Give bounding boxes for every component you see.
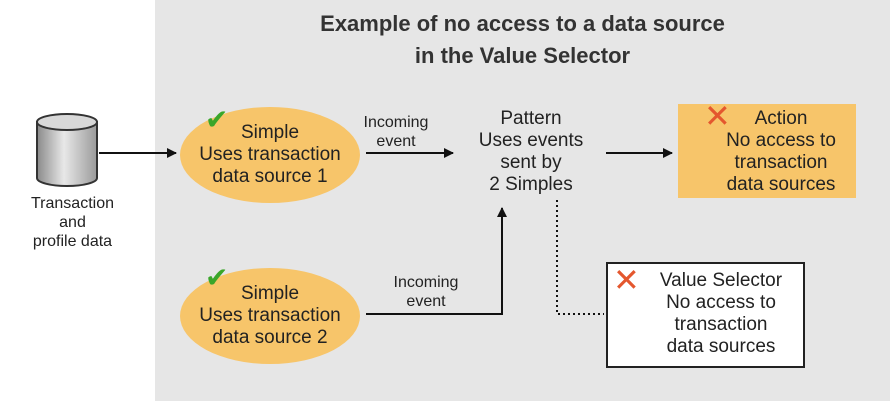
arrow-simple2-to-pattern xyxy=(366,207,507,315)
simple2-line: Simple xyxy=(240,283,300,304)
pattern-line: sent by xyxy=(500,152,562,173)
simple-node-2: Simple Uses transaction data source 2 xyxy=(180,268,360,364)
datastore-label-line: profile data xyxy=(32,233,113,250)
datastore-label-line: Transaction xyxy=(31,195,114,212)
simple1-line: Uses transaction xyxy=(199,144,341,165)
incoming-event-label-1: Incoming event xyxy=(356,113,436,151)
x-icon: ✕ xyxy=(704,98,731,134)
incoming-event-line: event xyxy=(376,133,416,150)
datastore-label: Transaction and profile data xyxy=(0,194,145,251)
value-selector-text: Value Selector No access to transaction … xyxy=(636,270,806,358)
action-node xyxy=(678,104,856,198)
simple1-line: Simple xyxy=(240,122,300,143)
value-selector-line: No access to xyxy=(666,292,776,313)
value-selector-line: data sources xyxy=(666,336,776,357)
check-icon: ✔ xyxy=(205,104,229,135)
pattern-line: 2 Simples xyxy=(489,174,573,195)
pattern-line: Pattern xyxy=(500,108,562,129)
diagram-title: Example of no access to a data source in… xyxy=(155,8,890,72)
action-line: Action xyxy=(754,108,808,129)
simple2-line: data source 2 xyxy=(212,327,328,348)
action-line: No access to xyxy=(726,130,836,151)
simple-node-1: Simple Uses transaction data source 1 xyxy=(180,107,360,203)
x-icon: ✕ xyxy=(613,262,640,298)
incoming-event-line: Incoming xyxy=(363,114,429,131)
value-selector-line: transaction xyxy=(674,314,768,335)
action-text: Action No access to transaction data sou… xyxy=(696,108,866,196)
value-selector-line: Value Selector xyxy=(659,270,783,291)
incoming-event-label-2: Incoming event xyxy=(376,273,476,311)
action-line: transaction xyxy=(734,152,828,173)
check-icon: ✔ xyxy=(205,262,229,293)
database-cylinder-icon xyxy=(36,113,98,187)
pattern-node: Pattern Uses events sent by 2 Simples xyxy=(456,108,606,196)
pattern-line: Uses events xyxy=(478,130,584,151)
incoming-event-line: event xyxy=(406,293,446,310)
simple1-line: data source 1 xyxy=(212,166,328,187)
incoming-event-line: Incoming xyxy=(393,274,459,291)
dotted-pattern-to-value-selector xyxy=(556,200,604,315)
value-selector-node xyxy=(606,262,805,368)
title-line-1: Example of no access to a data source xyxy=(320,11,725,36)
datastore-label-line: and xyxy=(59,214,86,231)
title-line-2: in the Value Selector xyxy=(414,43,631,68)
action-line: data sources xyxy=(726,174,836,195)
simple2-line: Uses transaction xyxy=(199,305,341,326)
